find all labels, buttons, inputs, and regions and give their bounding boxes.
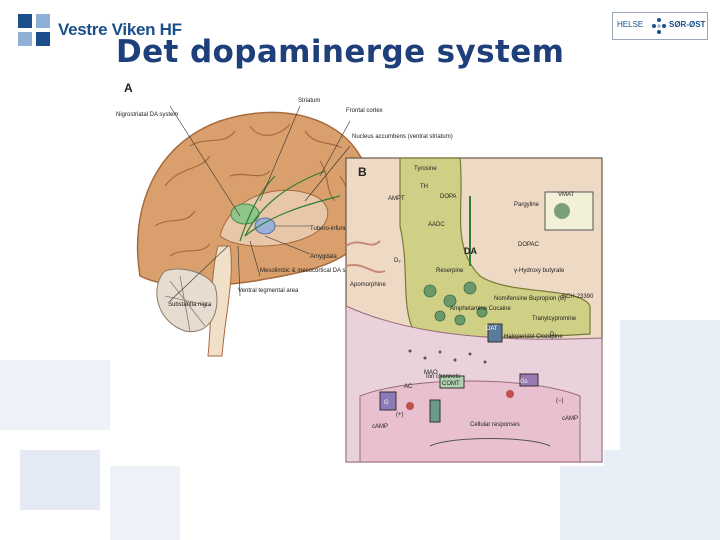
panel-b-letter: B [358,165,367,179]
label-minus: (−) [556,398,564,404]
label-g-protein: G [384,400,389,406]
label-amygdala: Amygdala [310,254,337,260]
label-vmat: VMAT [558,192,575,198]
label-camp-left: cAMP [372,424,388,430]
label-d1: D₁ [550,332,556,338]
label-dopac: DOPAC [518,242,540,248]
label-dat: DAT [486,326,498,332]
label-dopa: DOPA [440,194,457,200]
label-substantia-nigra: Substantia nigra [168,302,212,308]
panel-a-letter: A [124,81,133,95]
label-ampt: AMPT [388,196,405,202]
label-nomifensine: Nomifensine Bupropion (B) [494,296,566,302]
label-cellular-responses: Cellular responses [470,422,520,428]
dopamine-system-figure: A Nigrostriatal DA system Striatum Front… [110,76,604,466]
helse-word: HELSE [617,20,643,29]
label-plus: (+) [396,412,404,418]
sor-ost-word: SØR-ØST [669,20,705,29]
label-tranylcypromine: Tranylcypromine [532,316,577,322]
label-camp-right: cAMP [562,416,578,422]
dots-logo-icon [651,17,667,35]
label-frontal-cortex: Frontal cortex [346,108,383,114]
label-d2: D₂ [394,258,401,264]
label-da: DA [464,246,477,256]
label-nucleus-accumbens: Nucleus accumbens (ventral striatum) [352,134,453,140]
label-amphetamine: Amphetamine Cocaine [450,306,511,312]
label-comt: COMT [442,381,460,387]
label-pargyline: Pargyline [514,202,540,208]
label-ventral-tegmental: Ventral tegmental area [238,288,299,294]
label-ion-channels: Ion channels [426,374,460,380]
label-reserpine: Reserpine [436,268,464,274]
helse-sor-ost-logo: HELSE SØR-ØST [612,12,708,40]
label-th: TH [420,184,428,190]
cross-logo-icon [18,14,50,46]
label-tyrosine: Tyrosine [414,166,437,172]
label-gs-protein: Gs [520,379,528,385]
label-nigrostriatal: Nigrostriatal DA system [116,112,178,118]
label-hydroxy-butyrate: γ-Hydroxy butyrate [514,268,565,274]
label-sch: SCH-23390 [562,294,594,300]
label-aadc: AADC [428,222,445,228]
label-ac: AC [404,384,413,390]
page-title: Det dopaminerge system [116,34,564,70]
label-striatum: Striatum [298,98,320,104]
label-apomorphine: Apomorphine [350,282,386,288]
